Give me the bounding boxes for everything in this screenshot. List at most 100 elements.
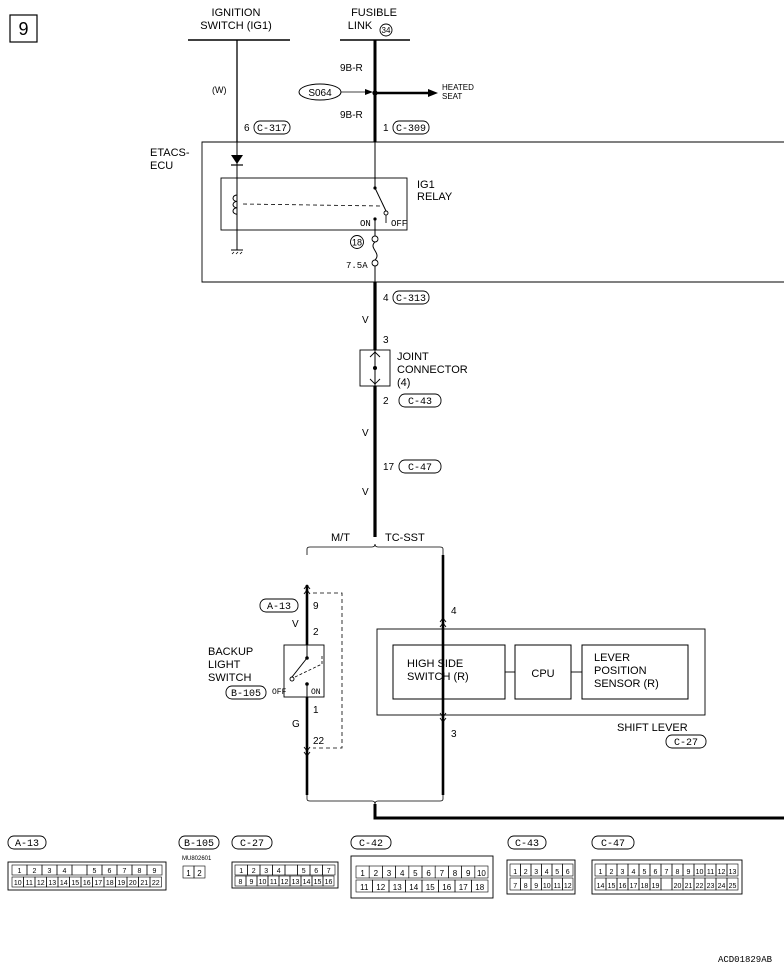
connector-pin: 2	[520, 863, 532, 877]
svg-text:12: 12	[376, 883, 385, 892]
svg-text:6: 6	[426, 869, 431, 878]
connector-pin: 4	[272, 864, 286, 876]
svg-text:22: 22	[152, 880, 160, 887]
connector-pin: 11	[704, 863, 717, 877]
svg-text:2: 2	[197, 869, 202, 878]
connector-pin: 18	[471, 879, 489, 893]
svg-text:10: 10	[696, 869, 704, 876]
wire-v-mt: V	[292, 619, 299, 630]
svg-text:19: 19	[117, 880, 125, 887]
connector-pin: 1	[11, 864, 28, 876]
tc-pin-3: 3	[451, 729, 457, 740]
connector-pin: 5	[86, 864, 103, 876]
svg-text:16: 16	[325, 879, 333, 886]
svg-text:1: 1	[18, 868, 22, 875]
high-side-1: HIGH SIDE	[407, 658, 463, 670]
connector-pin: 21	[682, 877, 695, 891]
connector-pin: 13	[46, 876, 59, 888]
svg-text:3: 3	[264, 868, 268, 875]
connector-c27: C-27	[674, 738, 698, 749]
connector-pin: 3	[382, 865, 396, 879]
wire-v-2: V	[362, 428, 369, 439]
connector-pin: 1	[594, 863, 607, 877]
svg-text:14: 14	[597, 883, 605, 890]
pin-3-joint: 3	[383, 335, 389, 346]
connector-c313: C-313	[396, 294, 426, 305]
svg-text:12: 12	[564, 883, 572, 890]
joint-label-3: (4)	[397, 377, 410, 389]
connector-pin: 5	[297, 864, 311, 876]
svg-text:12: 12	[718, 869, 726, 876]
connector-c317: C-317	[257, 124, 287, 135]
b105-part-number: MU802601	[182, 856, 212, 862]
etacs-label-2: ECU	[150, 160, 173, 172]
svg-text:8: 8	[453, 869, 458, 878]
connector-pin: 15	[69, 876, 82, 888]
pin-4: 4	[383, 293, 389, 304]
connector-pin: 25	[726, 877, 739, 891]
svg-text:3: 3	[48, 868, 52, 875]
mt-pin-1: 1	[313, 705, 319, 716]
backup-off: OFF	[272, 688, 287, 697]
wire-9br-upper: 9B-R	[340, 63, 363, 74]
svg-text:13: 13	[393, 883, 402, 892]
svg-text:18: 18	[106, 880, 114, 887]
svg-text:9: 9	[687, 869, 691, 876]
connector-pin: 16	[616, 877, 629, 891]
svg-text:1: 1	[360, 869, 365, 878]
svg-text:7: 7	[440, 869, 445, 878]
connector-pin: 14	[300, 875, 313, 887]
connector-pin: 10	[693, 863, 706, 877]
connector-pin: 11	[551, 877, 563, 891]
svg-text:10: 10	[477, 869, 486, 878]
connector-a13: A-13	[267, 602, 291, 613]
connector-pin: 10	[256, 875, 269, 887]
svg-text:2: 2	[610, 869, 614, 876]
connector-pin: 9	[461, 865, 476, 879]
relay-label-1: IG1	[417, 179, 435, 191]
connector-pin	[660, 877, 673, 891]
svg-text:10: 10	[14, 880, 22, 887]
connector-pin: 10	[541, 877, 553, 891]
svg-text:B-105: B-105	[184, 839, 214, 850]
connector-pin: 11	[355, 879, 373, 893]
document-id: ACD01829AB	[718, 955, 773, 965]
svg-text:22: 22	[696, 883, 704, 890]
svg-text:13: 13	[292, 879, 300, 886]
connector-pin: 4	[627, 863, 640, 877]
svg-text:17: 17	[94, 880, 102, 887]
fusible-number: 34	[382, 26, 391, 35]
connector-pin: 3	[530, 863, 542, 877]
connector-pin: 6	[309, 864, 323, 876]
connector-pin: 1	[234, 864, 248, 876]
svg-text:C-42: C-42	[359, 839, 383, 850]
svg-text:3: 3	[534, 869, 538, 876]
connector-pin: 6	[649, 863, 662, 877]
pin-2-joint: 2	[383, 396, 389, 407]
connector-pin: 17	[92, 876, 105, 888]
joint-label-1: JOINT	[397, 351, 429, 363]
svg-text:5: 5	[413, 869, 418, 878]
svg-text:19: 19	[652, 883, 660, 890]
svg-text:8: 8	[138, 868, 142, 875]
connector-c309: C-309	[396, 124, 426, 135]
heated-seat-1: HEATED	[442, 83, 474, 92]
connector-pin: 13	[726, 863, 739, 877]
connector-pin: 7	[434, 865, 449, 879]
mt-pin-22: 22	[313, 736, 325, 747]
svg-text:17: 17	[459, 883, 468, 892]
svg-text:C-47: C-47	[601, 839, 625, 850]
svg-text:9: 9	[153, 868, 157, 875]
svg-text:11: 11	[554, 883, 561, 890]
connector-pin: 22	[149, 876, 162, 888]
svg-text:5: 5	[555, 869, 559, 876]
wire-color-w: (W)	[212, 85, 227, 95]
lever-pos-2: POSITION	[594, 665, 647, 677]
connector-pin: 12	[562, 877, 574, 891]
connector-pin: 17	[627, 877, 640, 891]
svg-text:25: 25	[729, 883, 737, 890]
connector-pin: 20	[126, 876, 139, 888]
mt-pin-9: 9	[313, 601, 319, 612]
